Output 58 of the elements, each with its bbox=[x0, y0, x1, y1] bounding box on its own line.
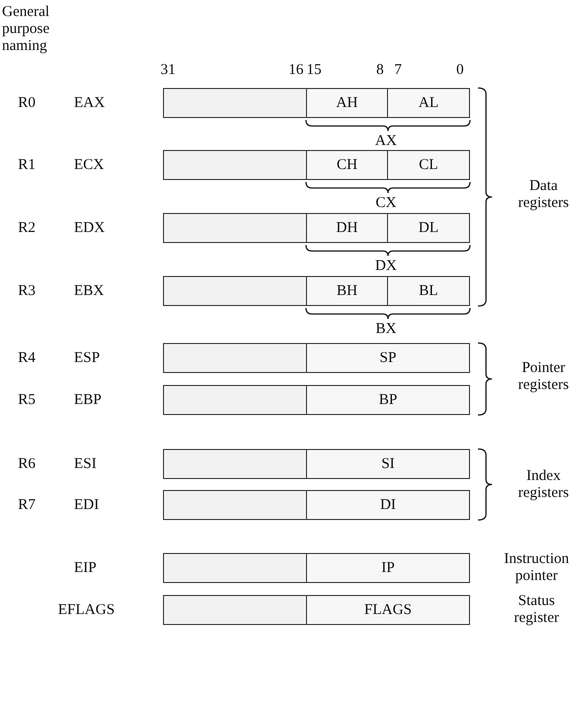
register-box bbox=[163, 88, 470, 118]
brace-label: BX bbox=[374, 321, 398, 338]
column-heading: General purpose naming bbox=[2, 4, 50, 55]
register-name: R3 bbox=[18, 283, 37, 300]
register-name: R5 bbox=[18, 392, 37, 409]
register-field: AH bbox=[306, 88, 388, 118]
register-name: R6 bbox=[18, 456, 37, 473]
register-field: BH bbox=[306, 276, 388, 306]
bit-number: 31 bbox=[160, 62, 176, 79]
group-label: Pointer registers bbox=[517, 360, 570, 394]
bit-number: 7 bbox=[393, 62, 403, 79]
register-field: IP bbox=[306, 553, 470, 583]
register-name: R4 bbox=[18, 350, 37, 367]
bit-number: 8 bbox=[375, 62, 385, 79]
bit-number: 16 bbox=[288, 62, 304, 79]
register-box bbox=[163, 213, 470, 243]
group-label: Index registers bbox=[517, 468, 570, 502]
register-name: EBP bbox=[74, 392, 103, 409]
register-name: EDX bbox=[74, 220, 106, 237]
group-label: Instruction pointer bbox=[503, 551, 570, 585]
register-field: DL bbox=[387, 213, 470, 243]
register-box bbox=[163, 490, 470, 520]
register-name: EBX bbox=[74, 283, 105, 300]
register-name: EAX bbox=[74, 95, 106, 112]
bit-number: 15 bbox=[306, 62, 322, 79]
bit-number: 0 bbox=[455, 62, 465, 79]
register-field: DI bbox=[306, 490, 470, 520]
register-name: R0 bbox=[18, 95, 37, 112]
register-box bbox=[163, 276, 470, 306]
register-name: R2 bbox=[18, 220, 37, 237]
register-box bbox=[163, 385, 470, 415]
register-box bbox=[163, 150, 470, 180]
register-name: R7 bbox=[18, 497, 37, 514]
brace-label: DX bbox=[374, 258, 398, 275]
group-label: Status register bbox=[513, 593, 560, 627]
register-field: CL bbox=[387, 150, 470, 180]
register-field: SI bbox=[306, 449, 470, 479]
register-field: FLAGS bbox=[306, 595, 470, 625]
register-field: SP bbox=[306, 343, 470, 373]
register-name: EFLAGS bbox=[58, 602, 116, 619]
register-box bbox=[163, 449, 470, 479]
register-field: AL bbox=[387, 88, 470, 118]
register-name: EIP bbox=[74, 560, 98, 577]
register-name: R1 bbox=[18, 157, 37, 174]
register-field: BP bbox=[306, 385, 470, 415]
register-box bbox=[163, 595, 470, 625]
register-box bbox=[163, 343, 470, 373]
register-name: ESP bbox=[74, 350, 101, 367]
group-label: Data registers bbox=[517, 178, 570, 212]
register-field: DH bbox=[306, 213, 388, 243]
register-field: BL bbox=[387, 276, 470, 306]
register-name: ECX bbox=[74, 157, 105, 174]
brace-label: AX bbox=[374, 133, 398, 150]
register-name: ESI bbox=[74, 456, 98, 473]
brace-label: CX bbox=[374, 195, 398, 212]
register-box bbox=[163, 553, 470, 583]
register-name: EDI bbox=[74, 497, 100, 514]
register-field: CH bbox=[306, 150, 388, 180]
